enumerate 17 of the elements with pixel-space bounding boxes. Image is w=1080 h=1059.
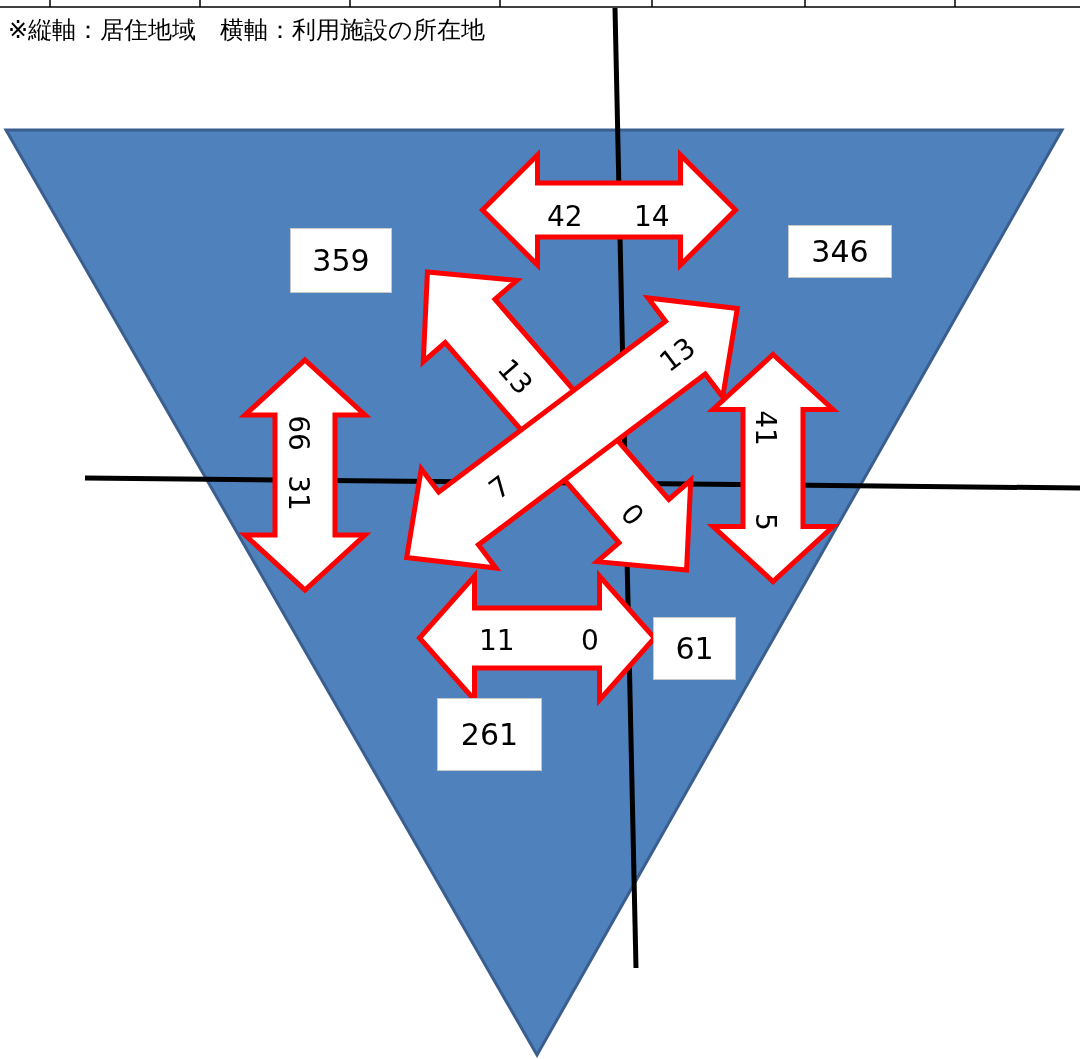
- arrow-number: 66: [283, 415, 312, 451]
- arrow-number: 0: [581, 627, 599, 655]
- arrow-number: 11: [479, 627, 515, 655]
- arrow-number: 0: [615, 499, 649, 531]
- arrow-number: 13: [655, 333, 701, 377]
- arrow-number: 5: [750, 513, 779, 531]
- arrow-number: 14: [634, 203, 670, 231]
- arrow-number: 41: [750, 410, 779, 446]
- number-box: 359: [290, 228, 392, 293]
- arrow-number: 7: [484, 471, 516, 505]
- arrow-number: 42: [547, 203, 583, 231]
- arrow-number: 13: [492, 354, 538, 400]
- arrow-number: 31: [283, 475, 312, 511]
- note-text: ※縦軸：居住地域 横軸：利用施設の所在地: [8, 18, 486, 42]
- number-box: 61: [653, 617, 736, 680]
- number-box: 261: [437, 698, 542, 771]
- number-box: 346: [788, 225, 892, 278]
